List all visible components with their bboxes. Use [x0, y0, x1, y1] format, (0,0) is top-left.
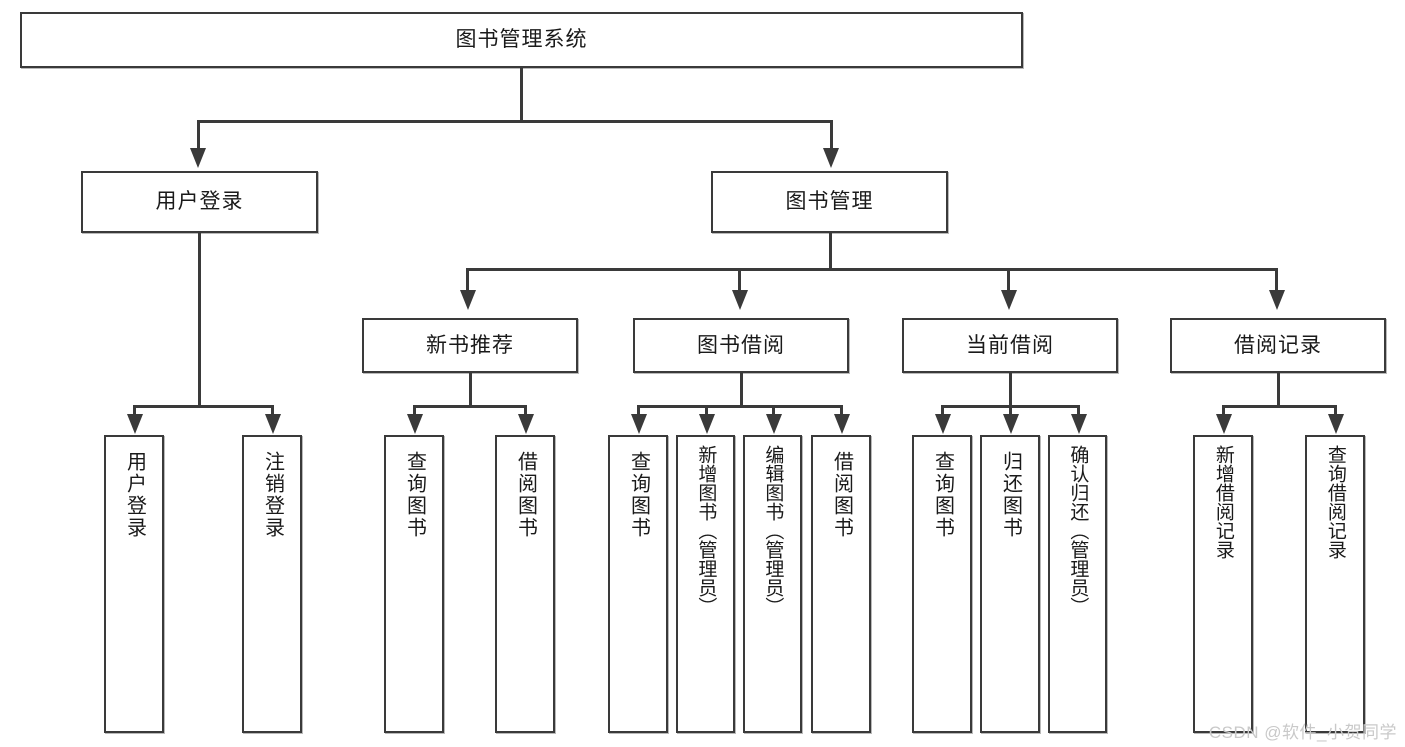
edge-bb-to-leaf-4	[840, 405, 843, 417]
edge-br-to-leaf-1	[1222, 405, 1225, 417]
edge-root-stem	[520, 68, 523, 122]
edge-bm-to-l3-3	[1007, 268, 1010, 292]
edge-bb-to-leaf-1	[637, 405, 640, 417]
node-root-book-management-system[interactable]: 图书管理系统	[20, 12, 1023, 68]
edge-bm-to-l3-4	[1275, 268, 1278, 292]
arrowhead-root-to-user-login	[190, 148, 206, 168]
edge-bb-stem	[740, 373, 743, 407]
arrowhead-bb-to-leaf-1	[631, 414, 647, 434]
leaf-query-book-1[interactable]: 查询图书	[384, 435, 444, 733]
node-user-login[interactable]: 用户登录	[81, 171, 318, 233]
node-current-borrow[interactable]: 当前借阅	[902, 318, 1118, 373]
node-book-borrow[interactable]: 图书借阅	[633, 318, 849, 373]
leaf-user-login[interactable]: 用户登录	[104, 435, 164, 733]
edge-bm-to-l3-2	[738, 268, 741, 292]
edge-nbr-to-leaf-2	[524, 405, 527, 417]
arrowhead-bb-to-leaf-2	[699, 414, 715, 434]
edge-nbr-stem	[469, 373, 472, 407]
arrowhead-bb-to-leaf-4	[834, 414, 850, 434]
edge-book-management-bus	[466, 268, 1278, 271]
arrowhead-cb-to-leaf-1	[935, 414, 951, 434]
csdn-watermark: CSDN @软件_小贺同学	[1208, 723, 1397, 742]
node-new-book-recommend[interactable]: 新书推荐	[362, 318, 578, 373]
leaf-add-book[interactable]: 新增图书（管理员）	[676, 435, 735, 733]
edge-root-to-user-login	[197, 120, 200, 150]
arrowhead-br-to-leaf-2	[1328, 414, 1344, 434]
leaf-logout-login[interactable]: 注销登录	[242, 435, 302, 733]
edge-root-to-book-management	[830, 120, 833, 150]
leaf-query-record[interactable]: 查询借阅记录	[1305, 435, 1365, 733]
edge-user-login-leaf-bus	[133, 405, 273, 408]
edge-br-leaf-bus	[1222, 405, 1336, 408]
leaf-return-book[interactable]: 归还图书	[980, 435, 1040, 733]
leaf-query-book-2[interactable]: 查询图书	[608, 435, 668, 733]
arrowhead-bm-to-l3-1	[460, 290, 476, 310]
arrowhead-cb-to-leaf-2	[1003, 414, 1019, 434]
edge-book-management-stem	[829, 233, 832, 270]
leaf-query-book-3[interactable]: 查询图书	[912, 435, 972, 733]
arrowhead-user-login-to-leaf-2	[265, 414, 281, 434]
arrowhead-bm-to-l3-4	[1269, 290, 1285, 310]
edge-bb-leaf-bus	[637, 405, 843, 408]
arrowhead-br-to-leaf-1	[1216, 414, 1232, 434]
arrowhead-nbr-to-leaf-1	[407, 414, 423, 434]
edge-br-stem	[1277, 373, 1280, 407]
edge-user-login-to-leaf-2	[271, 405, 274, 417]
edge-br-to-leaf-2	[1334, 405, 1337, 417]
arrowhead-user-login-to-leaf-1	[127, 414, 143, 434]
arrowhead-bm-to-l3-2	[732, 290, 748, 310]
edge-nbr-leaf-bus	[413, 405, 526, 408]
leaf-confirm-return[interactable]: 确认归还（管理员）	[1048, 435, 1107, 733]
edge-nbr-to-leaf-1	[413, 405, 416, 417]
edge-user-login-stem	[198, 233, 201, 407]
edge-cb-to-leaf-1	[941, 405, 944, 417]
arrowhead-nbr-to-leaf-2	[518, 414, 534, 434]
leaf-edit-book[interactable]: 编辑图书（管理员）	[743, 435, 802, 733]
edge-cb-to-leaf-2	[1009, 405, 1012, 417]
edge-bb-to-leaf-2	[705, 405, 708, 417]
edge-cb-stem	[1009, 373, 1012, 407]
edge-user-login-to-leaf-1	[133, 405, 136, 417]
node-book-management[interactable]: 图书管理	[711, 171, 948, 233]
leaf-borrow-book-1[interactable]: 借阅图书	[495, 435, 555, 733]
leaf-add-record[interactable]: 新增借阅记录	[1193, 435, 1253, 733]
edge-cb-to-leaf-3	[1077, 405, 1080, 417]
arrowhead-cb-to-leaf-3	[1071, 414, 1087, 434]
arrowhead-bm-to-l3-3	[1001, 290, 1017, 310]
arrowhead-root-to-book-management	[823, 148, 839, 168]
node-borrow-record[interactable]: 借阅记录	[1170, 318, 1386, 373]
edge-bb-to-leaf-3	[772, 405, 775, 417]
leaf-borrow-book-2[interactable]: 借阅图书	[811, 435, 871, 733]
arrowhead-bb-to-leaf-3	[766, 414, 782, 434]
edge-bm-to-l3-1	[466, 268, 469, 292]
edge-root-bus	[197, 120, 833, 123]
